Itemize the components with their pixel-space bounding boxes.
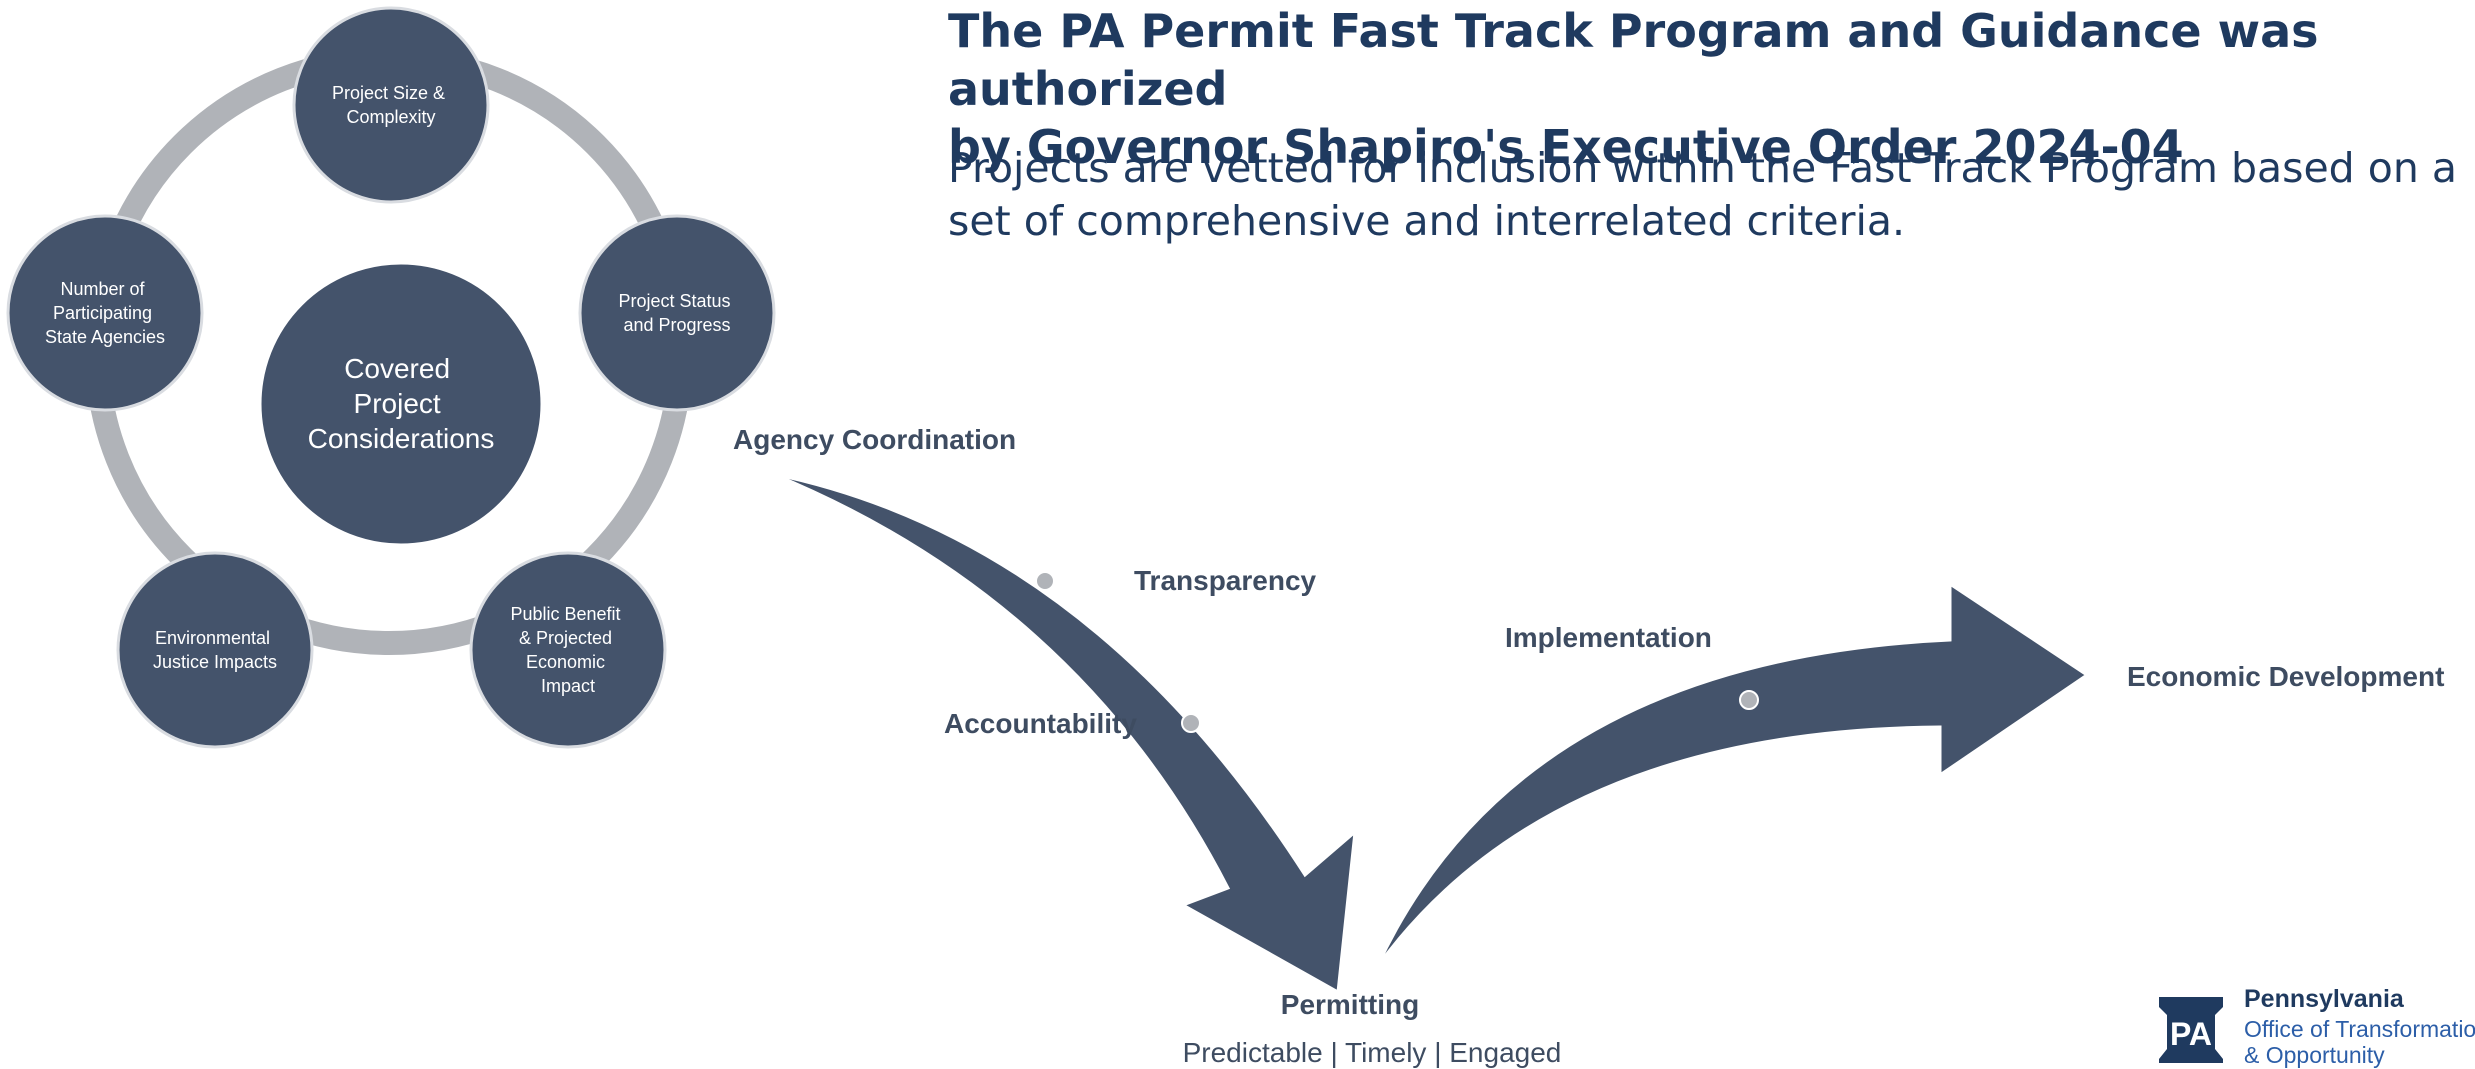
node-label-line: and Progress: [623, 315, 730, 335]
node-label-line: Participating: [53, 303, 152, 323]
logo-organization: Pennsylvania: [2244, 985, 2404, 1013]
milestone-dot: [1181, 713, 1201, 733]
label-agency-coordination: Agency Coordination: [733, 424, 1016, 455]
logo-office-line: Office of Transformation: [2244, 1016, 2475, 1042]
node-label-line: Number of: [60, 279, 145, 299]
center-label-line: Covered: [344, 353, 450, 384]
milestone-dot: [1035, 571, 1055, 591]
label-transparency: Transparency: [1134, 565, 1317, 596]
keystone-logo-icon: PA: [2159, 997, 2223, 1063]
center-node: Covered Project Considerations: [258, 261, 544, 547]
node-label-line: Economic: [526, 652, 605, 672]
svg-text:Project Status and Progr: Project Status and Progress: [618, 291, 735, 335]
page-subtitle-line: Projects are vetted for inclusion within…: [948, 144, 2457, 192]
node-label-line: Public Benefit: [510, 604, 620, 624]
page-title: The PA Permit Fast Track Program and Gui…: [948, 2, 2475, 176]
node-label-line: Project Status: [618, 291, 730, 311]
label-implementation: Implementation: [1505, 622, 1712, 653]
logo-mark-text: PA: [2170, 1016, 2212, 1052]
node-label-line: Environmental: [155, 628, 270, 648]
svg-text:Public Benefit & Project: Public Benefit & Projected Economic Impa…: [510, 604, 625, 696]
node-participating-agencies: Number of Participating State Agencies: [6, 214, 204, 412]
node-project-size: Project Size & Complexity: [292, 6, 490, 204]
svg-text:Project Size & Complexit: Project Size & Complexity: [332, 83, 450, 127]
label-permitting-qualities: Predictable | Timely | Engaged: [1183, 1037, 1562, 1068]
center-label-line: Project: [354, 388, 441, 419]
node-label-line: Project Size &: [332, 83, 445, 103]
label-accountability: Accountability: [944, 708, 1137, 739]
page-title-line: The PA Permit Fast Track Program and Gui…: [948, 4, 2319, 116]
center-label-line: Considerations: [308, 423, 495, 454]
descending-arrow: [772, 472, 1357, 995]
label-economic-development: Economic Development: [2127, 661, 2444, 692]
node-label-line: Impact: [541, 676, 595, 696]
node-project-status: Project Status and Progress: [578, 214, 776, 412]
svg-text:Covered Project Co: Covered Project Considerations: [308, 353, 495, 454]
svg-text:Environmental Justice Im: Environmental Justice Impacts: [153, 628, 277, 672]
svg-text:Number of Participating: Number of Participating State Agencies: [45, 279, 165, 347]
logo-office-line: & Opportunity: [2244, 1042, 2385, 1068]
label-permitting: Permitting: [1281, 989, 1419, 1020]
node-label-line: Justice Impacts: [153, 652, 277, 672]
milestone-dot: [1739, 690, 1759, 710]
node-label-line: State Agencies: [45, 327, 165, 347]
node-environmental-justice: Environmental Justice Impacts: [116, 551, 314, 749]
node-label-line: Complexity: [346, 107, 435, 127]
page-subtitle-line: set of comprehensive and interrelated cr…: [948, 197, 1906, 245]
node-public-benefit: Public Benefit & Projected Economic Impa…: [469, 551, 667, 749]
ascending-arrow: [1375, 581, 2090, 968]
node-label-line: & Projected: [519, 628, 612, 648]
page-subtitle: Projects are vetted for inclusion within…: [948, 142, 2475, 248]
page-title-line: by Governor Shapiro's Executive Order 20…: [948, 120, 2184, 174]
